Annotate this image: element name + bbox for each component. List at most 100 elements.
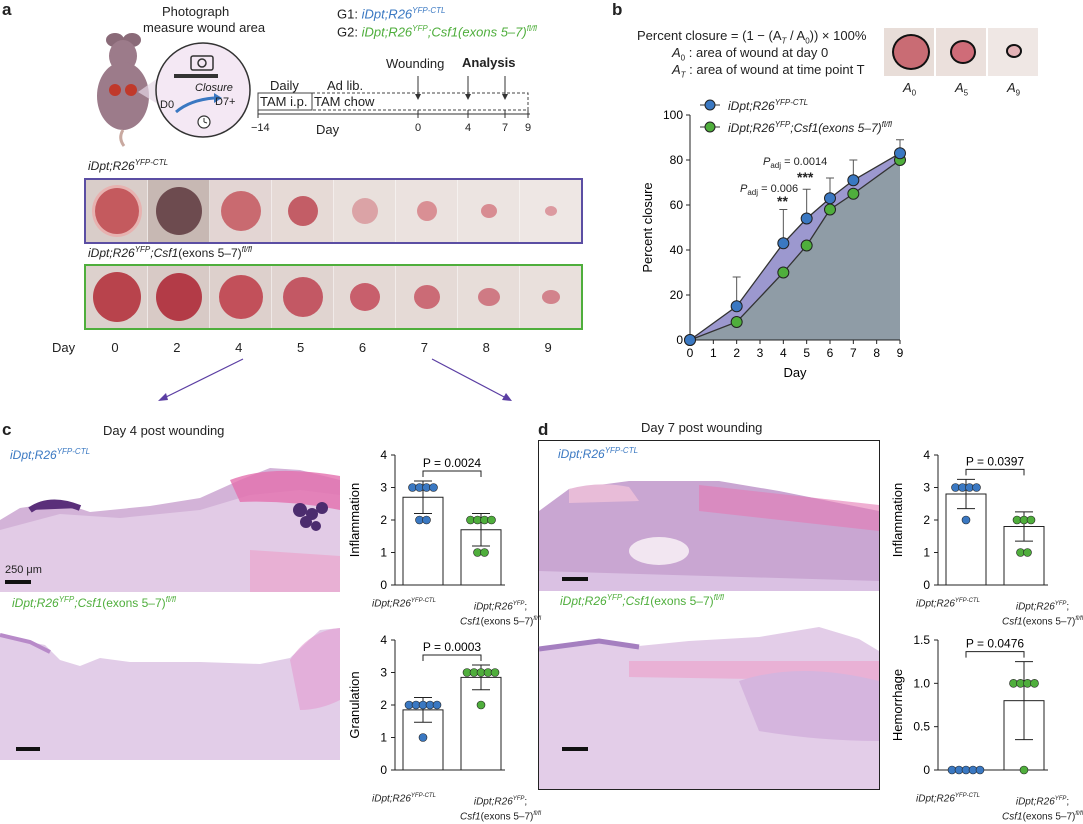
tam-chow-label: TAM chow [314,94,375,109]
timeline-analysis: Analysis [462,55,516,70]
tam-chow-box [311,92,529,111]
wound-strip-ko [84,264,583,330]
c-top-sup: YFP-CTL [56,447,91,456]
padj2-p: P [740,183,748,195]
padj2-sub: adj [747,188,759,198]
scale-bar [5,580,31,584]
histology-c-bottom [0,600,340,760]
y-tick-label: 60 [670,198,684,212]
xcat-name: iDpt;R26 [473,601,513,613]
xcat-sup2: fl/fl [1075,616,1083,623]
sig-3star: *** [797,169,814,185]
xcat-mid: (exons 5–7) [1022,616,1076,628]
padj2-val: = 0.006 [758,183,799,195]
significance-bracket [422,470,482,477]
xcat-name: iDpt;R26 [1015,796,1055,808]
wound-photo [520,180,581,242]
data-point [972,483,981,492]
wound-photo [272,266,334,328]
histology-image [538,481,879,789]
legend-ctl-sup: YFP-CTL [774,98,809,107]
y-tick-label: 2 [923,513,930,527]
y-axis-label: Inflammation [347,483,362,557]
panel-c-title: Day 4 post wounding [103,423,225,438]
y-tick-label: 1 [380,546,387,560]
c1-xcat-1: iDpt;R26YFP-CTL [372,598,436,609]
legend-ko-name: iDpt;R26 [728,121,775,135]
a0-sym: A [672,45,681,60]
legend-ko: iDpt;R26YFP;Csf1(exons 5–7)fl/fl [728,120,892,135]
wound-photo [210,266,272,328]
d-bottom-name: iDpt;R26 [560,594,607,608]
y-tick-label: 1.0 [913,676,930,690]
xcat-sup: YFP-CTL [410,598,436,604]
wound-photo [148,180,210,242]
group-1-label: G1: iDpt;R26YFP-CTL [337,6,446,21]
strip-2-name: iDpt;R26 [88,246,135,260]
histology-c-top [0,440,340,592]
panel-b-label: b [612,0,623,19]
x-tick-label: 4 [780,346,787,360]
wound-photo [334,266,396,328]
d-top-sup: YFP-CTL [604,446,639,455]
legend-marker-ko [704,121,716,133]
y-tick-label: 0.5 [913,720,930,734]
d1-xcat-2: iDpt;R26YFP; Csf1(exons 5–7)fl/fl [1002,601,1083,628]
data-point [429,483,438,492]
y-tick-label: 100 [663,108,683,122]
y-tick-label: 1.5 [913,633,930,647]
closure-arrow [175,96,215,114]
g2-name: iDpt;R26 [361,24,413,40]
p-value-label: P = 0.0003 [423,640,481,654]
thumb-a0 [884,28,934,76]
clock-icon [197,115,211,129]
xcat-sup: YFP-CTL [410,793,436,799]
data-point [824,203,836,216]
data-point [487,515,496,525]
xcat-mid: (exons 5–7) [480,616,534,628]
xcat-name: iDpt;R26 [916,793,955,805]
y-tick-label: 0 [923,578,930,592]
data-point [490,668,500,677]
xcat-sup: YFP [1054,796,1067,802]
data-point [847,174,860,187]
bar [460,676,502,771]
timeline-wounding: Wounding [386,56,445,71]
data-point [777,266,790,279]
data-point [777,237,790,250]
y-tick-label: 2 [380,698,387,712]
y-tick-label: 4 [380,633,387,647]
d-bottom-label: iDpt;R26YFP;Csf1(exons 5–7)fl/fl [560,593,724,608]
d-bottom-mid: ;Csf1 [622,594,651,608]
wound-photo [520,266,581,328]
data-point [476,700,486,710]
formula-part2: / A [786,28,806,43]
c1-xcat-2: iDpt;R26YFP; Csf1(exons 5–7)fl/fl [460,601,542,628]
c-bottom-sup1: YFP [58,595,75,604]
xcat-sup2: fl/fl [1075,811,1083,818]
y-axis-label: Percent closure [640,182,655,272]
d-bottom-sup1: YFP [606,593,623,602]
thumb-sym: A [1007,80,1016,95]
data-point [422,515,431,525]
x-tick-label: 8 [873,346,880,360]
xcat-sup: YFP-CTL [954,793,980,799]
timeline-diagram [257,76,530,118]
d-bottom-sup2: fl/fl [713,593,724,602]
legend-ko-sup1: YFP [774,120,791,129]
y-tick-label: 20 [670,288,684,302]
xcat-mid: (exons 5–7) [1022,811,1076,823]
wound-photo [396,266,458,328]
padj1-p: P [763,156,771,168]
strip-1-name: iDpt;R26 [88,159,135,173]
c-bottom-post: (exons 5–7) [102,596,166,610]
xcat-name: iDpt;R26 [473,796,513,808]
wound-photo [396,180,458,242]
y-tick-label: 40 [670,243,684,257]
c-top-label: iDpt;R26YFP-CTL [10,447,90,462]
g2-prefix: G2: [337,24,362,40]
wound-photo [334,180,396,242]
data-point [1023,548,1032,557]
wound-photo [210,180,272,242]
strip-2-post: (exons 5–7) [178,246,242,260]
